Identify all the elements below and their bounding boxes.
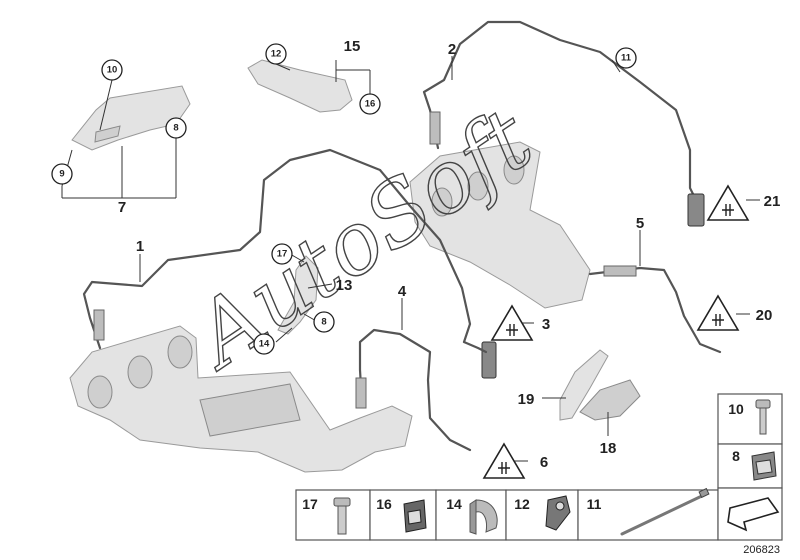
legend-label-14: 14 — [446, 496, 462, 512]
legend-label-10: 10 — [728, 401, 744, 417]
circled-callout-11: 11 — [615, 47, 637, 69]
circled-callout-9: 9 — [51, 163, 73, 185]
legend-label-8: 8 — [732, 448, 740, 464]
warning-label-20 — [696, 294, 740, 331]
circled-callout-14: 14 — [253, 333, 275, 355]
sensor-4-probe — [355, 377, 367, 409]
legend-side: 10 8 — [717, 393, 783, 489]
svg-text:8: 8 — [173, 123, 178, 134]
warning-label-21 — [706, 184, 750, 221]
oxygen-sensor-2-wire — [422, 20, 705, 227]
circled-callout-16: 16 — [359, 93, 381, 115]
circled-callout-12: 12 — [265, 43, 287, 65]
callout-2: 2 — [448, 41, 456, 58]
svg-text:17: 17 — [277, 249, 288, 260]
circled-callout-8-shield: 8 — [165, 117, 187, 139]
sensor-2-connector — [687, 193, 705, 227]
callout-15: 15 — [344, 38, 361, 55]
direction-arrow-icon — [727, 497, 780, 532]
svg-text:9: 9 — [59, 169, 64, 180]
sensor-2-probe — [429, 111, 441, 145]
callout-1: 1 — [136, 238, 144, 255]
bolt-17-icon — [333, 497, 351, 535]
callout-6: 6 — [540, 454, 548, 471]
sensor-5-probe — [603, 265, 637, 277]
warning-label-3 — [490, 304, 534, 341]
callout-3: 3 — [542, 316, 550, 333]
callout-5: 5 — [636, 215, 644, 232]
clip-12-icon — [545, 495, 571, 531]
svg-text:14: 14 — [259, 339, 270, 350]
circled-callout-10: 10 — [101, 59, 123, 81]
circled-callout-17: 17 — [271, 243, 293, 265]
bracket-19-18 — [559, 349, 641, 421]
callout-21: 21 — [764, 193, 781, 210]
sensor-1-connector — [481, 341, 497, 379]
bracket-15 — [247, 59, 353, 113]
svg-text:16: 16 — [365, 99, 376, 110]
bolt-10-icon — [755, 399, 771, 435]
svg-text:10: 10 — [107, 65, 118, 76]
callout-19: 19 — [518, 391, 535, 408]
svg-text:8: 8 — [321, 317, 326, 328]
legend-label-11: 11 — [587, 496, 602, 512]
legend-label-17: 17 — [302, 496, 318, 512]
callout-13: 13 — [336, 277, 353, 294]
callout-20: 20 — [756, 307, 773, 324]
oxygen-sensor-1-wire — [82, 148, 497, 379]
oxygen-sensor-5-wire — [588, 265, 722, 354]
cable-tie-11-icon — [620, 487, 710, 536]
callout-7: 7 — [118, 199, 126, 216]
legend-label-16: 16 — [376, 496, 392, 512]
warning-label-6 — [482, 442, 526, 479]
circled-callout-8-bracket: 8 — [313, 311, 335, 333]
oxygen-sensor-4-wire — [355, 328, 472, 452]
rear-exhaust-manifold-catalyst — [409, 141, 591, 309]
clip-16-icon — [403, 499, 427, 533]
svg-text:12: 12 — [271, 49, 282, 60]
front-exhaust-manifold-catalyst — [69, 325, 413, 473]
sensor-1-probe — [93, 309, 105, 341]
legend-bottom: 17 16 14 12 11 — [295, 487, 783, 541]
heat-shield-7 — [71, 85, 191, 151]
bracket-13 — [277, 255, 319, 335]
reference-number: 206823 — [743, 544, 780, 556]
callout-18: 18 — [600, 440, 617, 457]
clip-nut-8-icon — [751, 451, 777, 481]
svg-text:11: 11 — [621, 53, 632, 64]
legend-label-12: 12 — [514, 496, 530, 512]
clamp-14-icon — [469, 499, 498, 535]
callout-4: 4 — [398, 283, 407, 300]
